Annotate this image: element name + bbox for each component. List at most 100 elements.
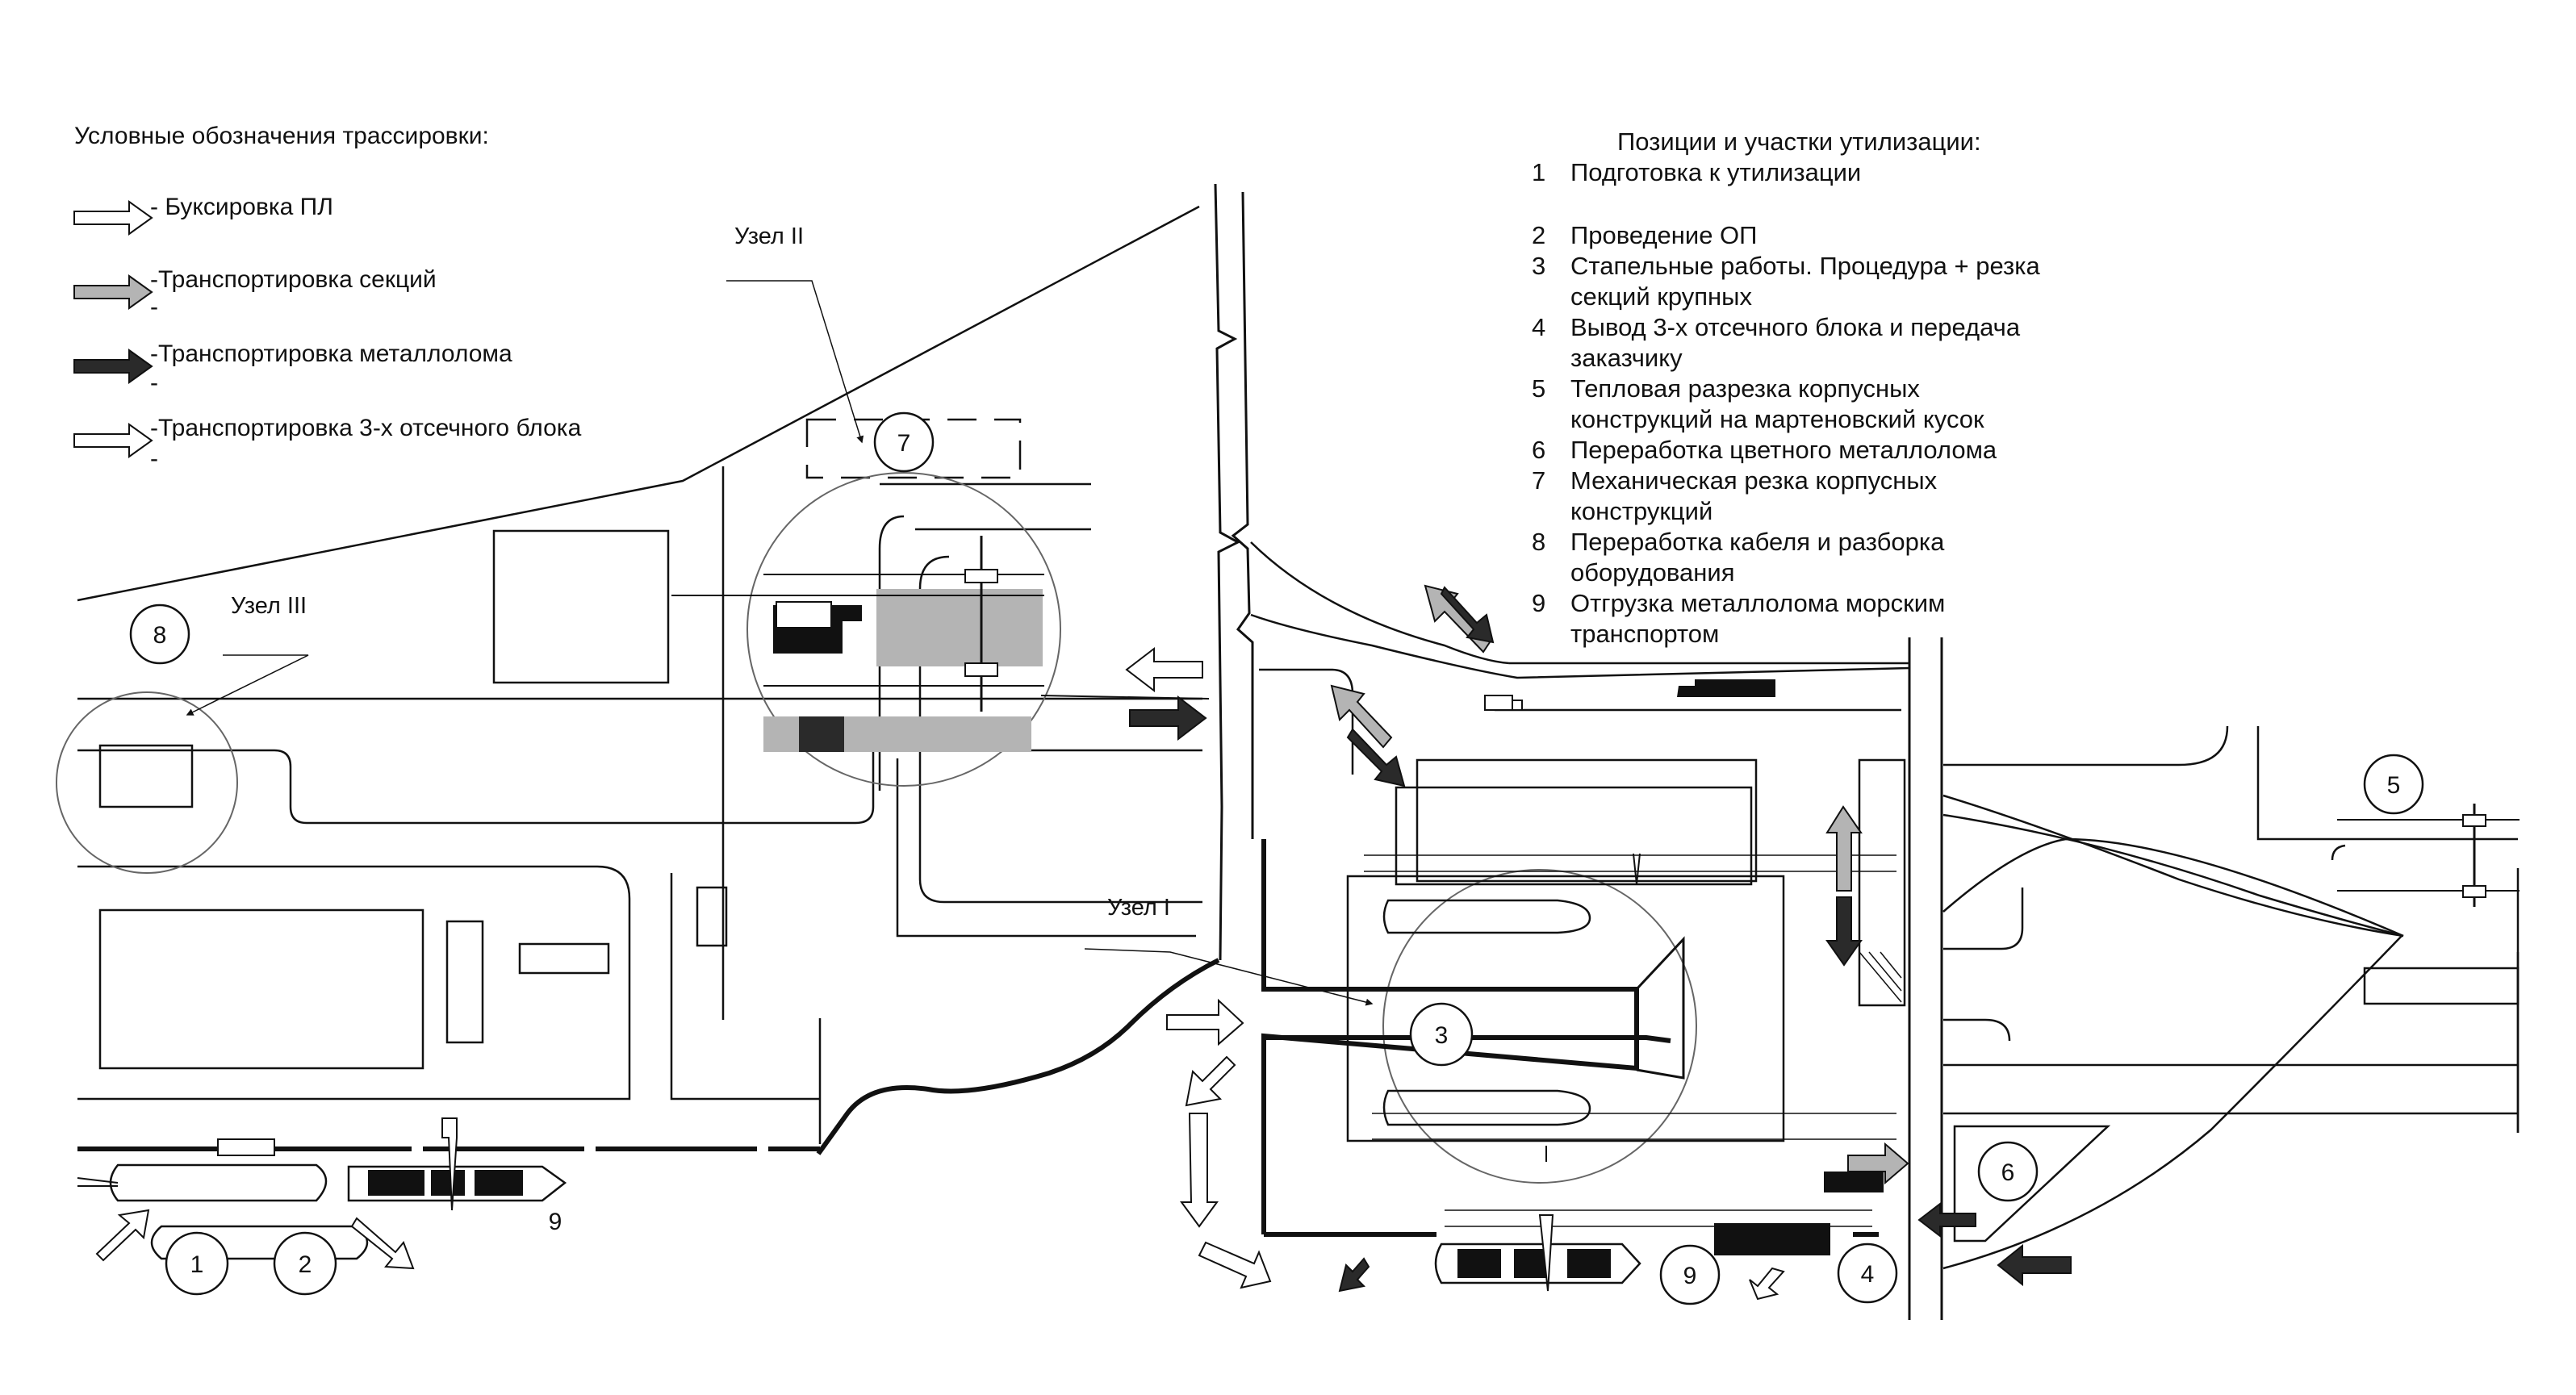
position-num-1: 1 — [1532, 158, 1545, 186]
marker-5-circle — [2363, 754, 2424, 815]
scrap-block-quay — [1714, 1223, 1830, 1255]
building-4 — [518, 942, 610, 975]
position-num-6: 6 — [1532, 436, 1545, 464]
arrow-sections-rail — [1847, 1142, 1909, 1185]
shore-line-left — [1214, 183, 1241, 961]
arrow-scrap-1 — [1129, 695, 1207, 741]
legend-item-tow: - Буксировка ПЛ — [150, 194, 333, 220]
position-num-4: 4 — [1532, 313, 1545, 341]
marker-9a: 9 — [549, 1209, 562, 1235]
arrow-tow-dock — [350, 1217, 415, 1270]
position-text-8b: оборудования — [1570, 558, 1735, 587]
position-num-8: 8 — [1532, 528, 1545, 556]
position-text-5b: конструкций на мартеновский кусок — [1570, 405, 1984, 433]
position-text-5a: Тепловая разрезка корпусных — [1570, 374, 1920, 403]
building-8 — [98, 744, 194, 808]
legend-item-block: -Транспортировка 3-х отсечного блока — [150, 415, 582, 441]
marker-5: 5 — [2387, 772, 2401, 799]
submarine-hull-2 — [1382, 1089, 1591, 1126]
arrow-scrap-left-2 — [1997, 1243, 2072, 1287]
node-3-label: Узел III — [231, 593, 307, 619]
position-text-9a: Отгрузка металлолома морским — [1570, 589, 1945, 617]
car-icon — [1484, 695, 1523, 711]
submarine-left — [109, 1163, 328, 1202]
legend-item-scrap: -Транспортировка металлолома — [150, 340, 512, 367]
arrow-sections-diag-2 — [1330, 684, 1393, 749]
marker-2-circle — [273, 1231, 337, 1296]
slipway-outline — [1261, 839, 1639, 1234]
node-2-circle — [746, 472, 1061, 787]
flow-arrows — [95, 584, 2072, 1301]
marker-8-circle — [129, 604, 190, 665]
position-text-3b: секций крупных — [1570, 282, 1752, 311]
legend-title: Условные обозначения трассировки: — [74, 123, 489, 149]
marker-6-circle — [1977, 1141, 2039, 1202]
marker-8: 8 — [153, 622, 167, 649]
legend: Условные обозначения трассировки: - Букс… — [73, 123, 582, 472]
node-1-circle — [1382, 869, 1697, 1184]
node-3-circle — [56, 691, 238, 874]
road-node1 — [896, 758, 1196, 938]
submarine-hull-1 — [1382, 899, 1591, 934]
legend-arrow-scrap-icon — [73, 349, 153, 384]
position-num-2: 2 — [1532, 221, 1545, 249]
legend-dash-3: - — [150, 445, 158, 472]
position-text-6: Переработка цветного металлолома — [1570, 436, 1997, 464]
marker-4-circle — [1837, 1243, 1898, 1304]
arrow-block-4 — [1180, 1113, 1219, 1228]
position-text-9b: транспортом — [1570, 620, 1719, 648]
arrow-sections-up — [1825, 805, 1863, 892]
building-1 — [492, 529, 670, 684]
position-text-4a: Вывод 3-х отсечного блока и передача — [1570, 313, 2021, 341]
marker-3: 3 — [1435, 1022, 1449, 1049]
arrow-scrap-diag-1 — [1440, 586, 1495, 644]
marker-4: 4 — [1861, 1261, 1875, 1288]
building-6 — [1953, 1125, 2111, 1243]
stapel-area — [1346, 875, 1785, 1142]
position-text-2: Проведение ОП — [1570, 221, 1757, 249]
positions-title: Позиции и участки утилизации: — [1617, 127, 1981, 156]
building-5-right — [2363, 967, 2520, 1005]
legend-dash-2: - — [150, 370, 158, 396]
legend-arrow-block-icon — [73, 423, 153, 458]
scrap-strip — [799, 716, 844, 752]
road-loop-b — [77, 865, 631, 1101]
arrow-tow-left — [95, 1209, 150, 1262]
arrow-scrap-diag-2 — [1346, 728, 1406, 787]
position-num-3: 3 — [1532, 252, 1545, 280]
left-boundary-line — [77, 205, 1200, 602]
position-markers — [129, 411, 2424, 1305]
legend-arrow-sections-icon — [73, 274, 153, 310]
building-5 — [696, 886, 728, 947]
position-text-1: Подготовка к утилизации — [1570, 158, 1861, 186]
position-num-9: 9 — [1532, 589, 1545, 617]
marker-3-circle — [1409, 1002, 1474, 1067]
marker-2: 2 — [299, 1251, 312, 1278]
position-text-8a: Переработка кабеля и разборка — [1570, 528, 1945, 556]
marker-7: 7 — [897, 430, 911, 457]
arrow-tow-1 — [1125, 646, 1203, 693]
marker-1-circle — [165, 1231, 229, 1296]
building-2 — [98, 908, 424, 1070]
legend-dash-1: - — [150, 294, 158, 320]
position-text-3a: Стапельные работы. Процедура + резка — [1570, 252, 2041, 280]
marker-6: 6 — [2001, 1159, 2015, 1186]
left-embankment — [816, 958, 1220, 1155]
truck-icon — [1677, 679, 1775, 697]
node-1-label: Узел I — [1107, 895, 1170, 921]
marker-9b-circle — [1659, 1244, 1721, 1305]
railcar-icon — [1824, 1172, 1884, 1192]
marker-1: 1 — [190, 1251, 204, 1278]
arrow-block-5 — [1198, 1241, 1272, 1289]
position-text-7a: Механическая резка корпусных — [1570, 466, 1938, 495]
node-2-label: Узел II — [734, 223, 804, 249]
position-num-7: 7 — [1532, 466, 1545, 495]
section-area — [876, 589, 1043, 666]
arrow-scrap-down — [1825, 896, 1863, 967]
road-loop-a — [77, 749, 1202, 825]
shore-line-right — [1231, 191, 1254, 839]
node-2-detail — [671, 536, 1210, 752]
position-text-4b: заказчику — [1570, 344, 1683, 372]
right-site — [1231, 191, 2520, 1320]
